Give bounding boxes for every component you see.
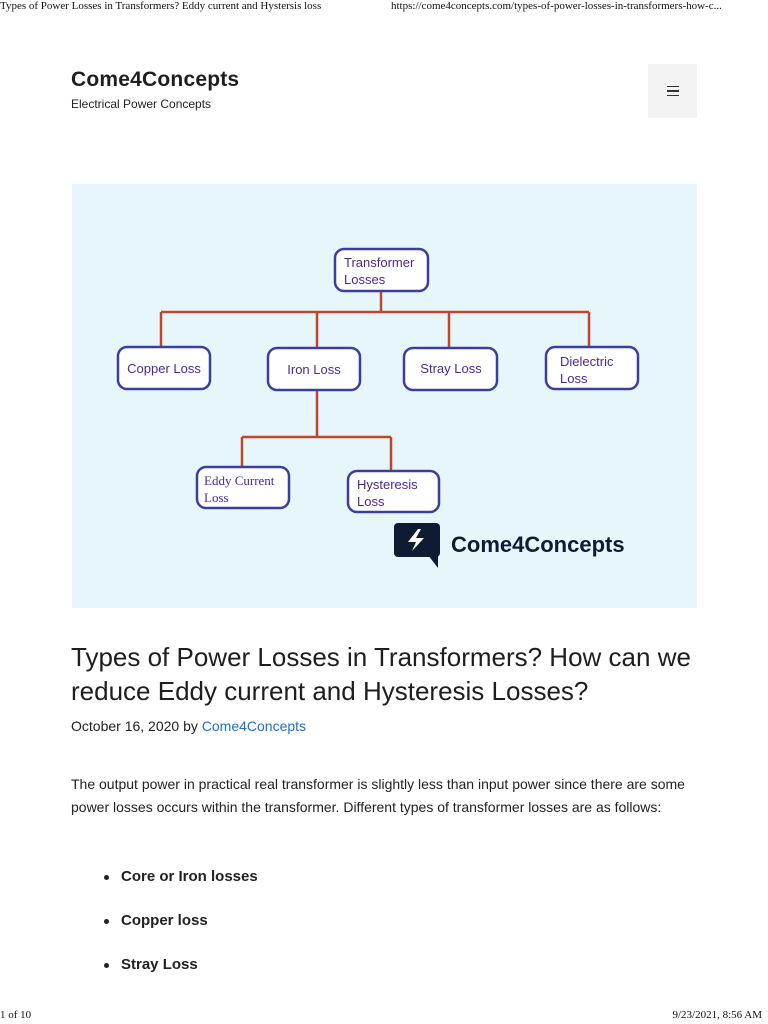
diagram-node-text: Dielectric — [560, 354, 614, 369]
transformer-losses-diagram: Transformer Losses Copper Loss Iron Loss… — [116, 247, 640, 568]
diagram-node-text: Copper Loss — [127, 361, 201, 376]
diagram-node-text: Loss — [560, 371, 588, 386]
come4concepts-logo: Come4Concepts — [394, 523, 625, 568]
list-item: Copper loss — [71, 910, 258, 954]
print-footer: 1 of 10 9/23/2021, 8:56 AM — [0, 1009, 768, 1024]
menu-toggle-button[interactable] — [648, 64, 697, 118]
diagram-node-hysteresis-loss: Hysteresis Loss — [346, 469, 441, 514]
print-datetime: 9/23/2021, 8:56 AM — [672, 1009, 762, 1021]
logo-text: Come4Concepts — [451, 532, 625, 557]
diagram-connectors — [159, 292, 591, 470]
diagram-node-text: Stray Loss — [420, 361, 482, 376]
site-title[interactable]: Come4Concepts — [71, 68, 240, 91]
print-header: Types of Power Losses in Transformers? E… — [0, 0, 768, 16]
site-tagline: Electrical Power Concepts — [71, 97, 212, 111]
post-author-link[interactable]: Come4Concepts — [201, 718, 307, 734]
diagram-node-transformer-losses: Transformer Losses — [333, 247, 430, 293]
diagram-node-stray-loss: Stray Loss — [402, 346, 499, 392]
featured-image: Transformer Losses Copper Loss Iron Loss… — [72, 184, 697, 608]
diagram-node-text: Eddy Current — [204, 473, 275, 488]
post-meta: October 16, 2020 by Come4Concepts — [71, 718, 306, 734]
post-date: October 16, 2020 — [71, 718, 180, 734]
lightning-bolt-chat-icon — [394, 523, 440, 568]
diagram-node-text: Hysteresis — [357, 477, 418, 492]
list-item: Stray Loss — [71, 954, 258, 998]
diagram-node-text: Losses — [344, 272, 386, 287]
print-header-url: https://come4concepts.com/types-of-power… — [391, 0, 722, 12]
print-header-title: Types of Power Losses in Transformers? E… — [0, 0, 322, 12]
diagram-node-text: Iron Loss — [287, 362, 341, 377]
diagram-node-copper-loss: Copper Loss — [116, 345, 212, 391]
hamburger-menu-icon — [666, 85, 679, 97]
post-intro: The output power in practical real trans… — [71, 776, 685, 815]
diagram-node-text: Loss — [357, 494, 385, 509]
diagram-node-text: Transformer — [344, 255, 415, 270]
post-title: Types of Power Losses in Transformers? H… — [71, 642, 691, 706]
post-by: by — [183, 718, 198, 734]
diagram-node-eddy-current-loss: Eddy Current Loss — [195, 465, 291, 510]
diagram-node-iron-loss: Iron Loss — [266, 346, 362, 392]
diagram-node-dielectric-loss: Dielectric Loss — [544, 345, 640, 391]
loss-types-list: Core or Iron losses Copper loss Stray Lo… — [71, 866, 258, 998]
print-page-number: 1 of 10 — [0, 1009, 32, 1021]
diagram-node-text: Loss — [204, 490, 229, 505]
list-item: Core or Iron losses — [71, 866, 258, 910]
